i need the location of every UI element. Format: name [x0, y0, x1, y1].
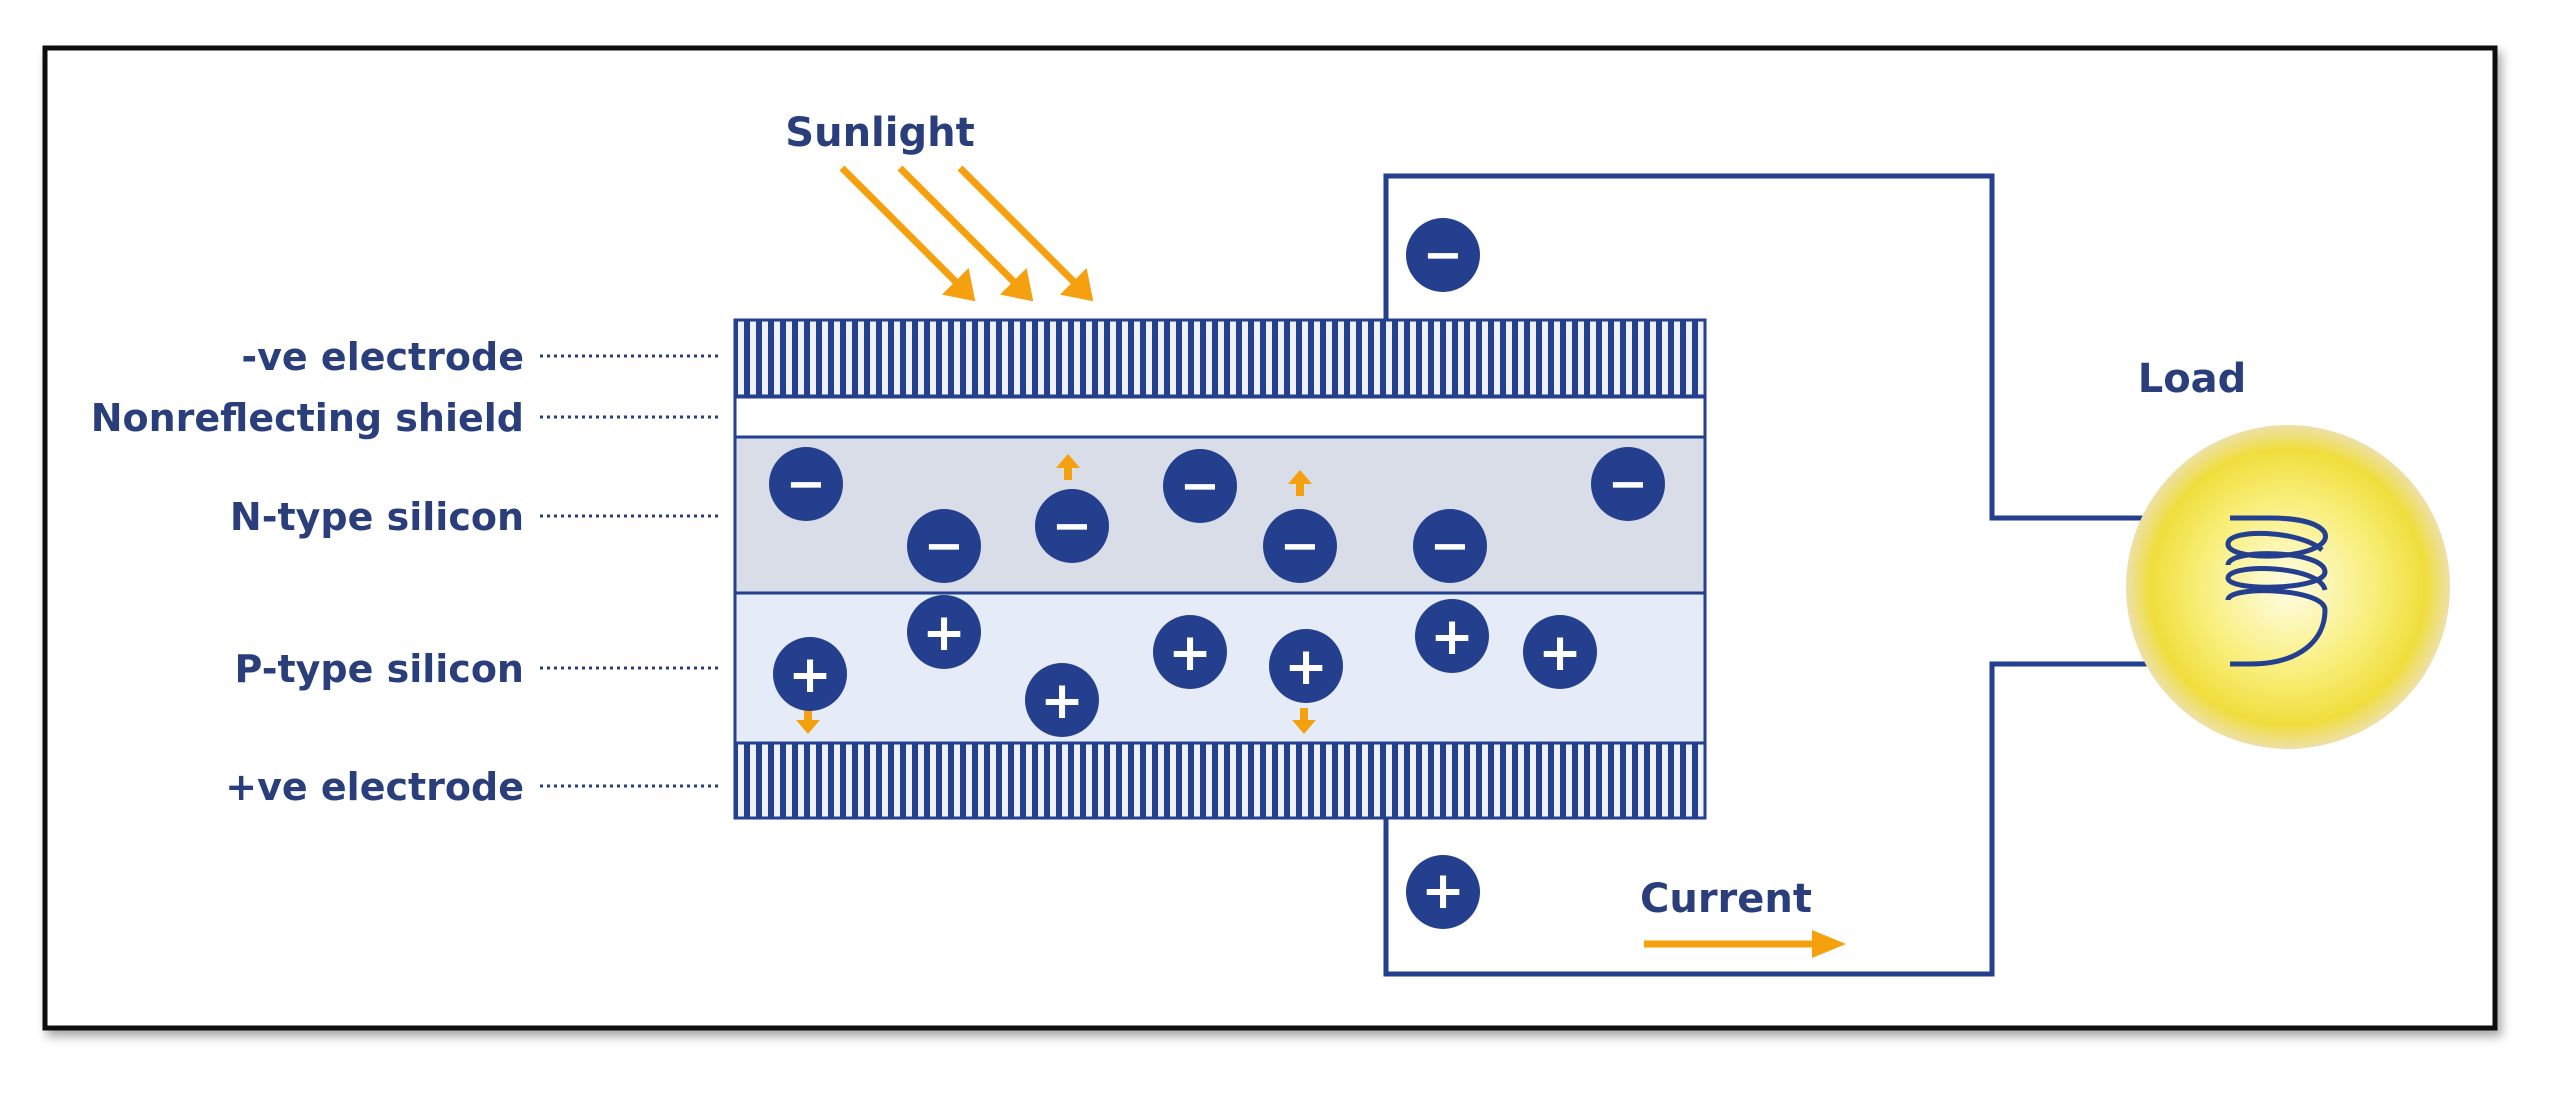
circuit-wire-bottom [1383, 661, 2320, 977]
hole-plus-icon: + [1025, 663, 1099, 737]
svg-text:+: + [922, 603, 966, 663]
svg-text:−: − [1280, 518, 1320, 574]
svg-text:−: − [1180, 458, 1220, 514]
svg-text:+: + [1040, 671, 1084, 731]
pos-electrode-label: +ve electrode [225, 765, 524, 809]
svg-text:−: − [786, 456, 826, 512]
sunlight-label: Sunlight [785, 110, 974, 156]
hole-plus-icon: + [1153, 615, 1227, 689]
p-type-label: P-type silicon [235, 647, 524, 691]
positive-terminal-icon: + [1406, 855, 1480, 929]
charge-carriers: − − − − − − − + + + + + + + [769, 447, 1665, 737]
n-type-label: N-type silicon [230, 495, 524, 539]
current-arrow-icon [1644, 930, 1846, 958]
svg-text:+: + [1538, 623, 1582, 683]
neg-electrode-label: -ve electrode [241, 335, 524, 379]
svg-text:+: + [1168, 623, 1212, 683]
svg-text:+: + [1421, 861, 1465, 921]
electron-minus-icon: − [1591, 447, 1665, 521]
electron-minus-icon: − [1413, 509, 1487, 583]
svg-text:−: − [1608, 456, 1648, 512]
hole-plus-icon: + [1269, 629, 1343, 703]
nonreflecting-shield-layer [733, 395, 1707, 439]
neg-electrode-layer [733, 318, 1707, 398]
electron-motion-arrow-icon [1056, 454, 1312, 496]
current-label: Current [1640, 876, 1812, 922]
svg-text:+: + [1430, 607, 1474, 667]
svg-text:−: − [1423, 227, 1463, 283]
shield-label: Nonreflecting shield [91, 396, 524, 440]
hole-plus-icon: + [773, 637, 847, 711]
negative-terminal-icon: − [1406, 218, 1480, 292]
svg-text:−: − [924, 518, 964, 574]
filament-coil-icon [2225, 515, 2328, 667]
circuit-wire-top [1383, 173, 2320, 521]
svg-text:−: − [1052, 498, 1092, 554]
electron-minus-icon: − [1035, 489, 1109, 563]
electron-minus-icon: − [1263, 509, 1337, 583]
hole-plus-icon: + [907, 595, 981, 669]
electron-minus-icon: − [769, 447, 843, 521]
hole-plus-icon: + [1415, 599, 1489, 673]
sunlight-arrow-icon [839, 165, 1094, 302]
hole-plus-icon: + [1523, 615, 1597, 689]
svg-text:+: + [788, 645, 832, 705]
load-label: Load [2138, 356, 2247, 402]
svg-text:−: − [1430, 518, 1470, 574]
svg-text:+: + [1284, 637, 1328, 697]
electron-minus-icon: − [907, 509, 981, 583]
electron-minus-icon: − [1163, 449, 1237, 523]
hole-motion-arrow-icon [796, 708, 1316, 734]
pos-electrode-layer [733, 741, 1707, 820]
